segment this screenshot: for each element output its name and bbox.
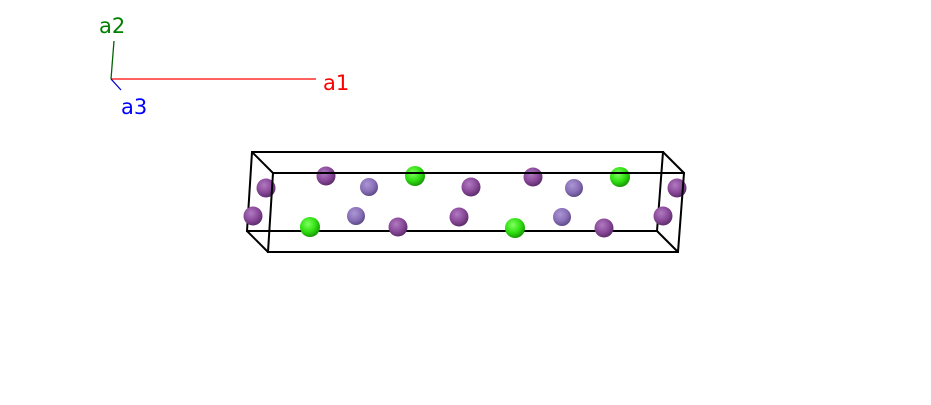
a3-axis-line — [110, 78, 122, 91]
axis-indicator: a1 a2 a3 — [99, 14, 349, 119]
a2-axis-line — [110, 40, 115, 80]
atom[interactable] — [523, 167, 543, 187]
a2-label: a2 — [99, 14, 125, 38]
atom[interactable] — [388, 217, 408, 237]
atom[interactable] — [565, 179, 583, 197]
a1-label: a1 — [323, 71, 349, 95]
atom[interactable] — [449, 207, 469, 227]
atom[interactable] — [653, 206, 673, 226]
atom[interactable] — [360, 178, 378, 196]
atom[interactable] — [553, 208, 571, 226]
atom[interactable] — [243, 206, 263, 226]
atoms — [243, 166, 687, 238]
atom[interactable] — [594, 218, 614, 238]
atom[interactable] — [300, 217, 320, 237]
atom[interactable] — [461, 177, 481, 197]
atom[interactable] — [610, 167, 630, 187]
unit-cell-front — [246, 151, 686, 253]
atom[interactable] — [505, 218, 525, 238]
atom[interactable] — [405, 166, 425, 186]
atom[interactable] — [347, 207, 365, 225]
a3-label: a3 — [121, 95, 147, 119]
atom[interactable] — [316, 166, 336, 186]
